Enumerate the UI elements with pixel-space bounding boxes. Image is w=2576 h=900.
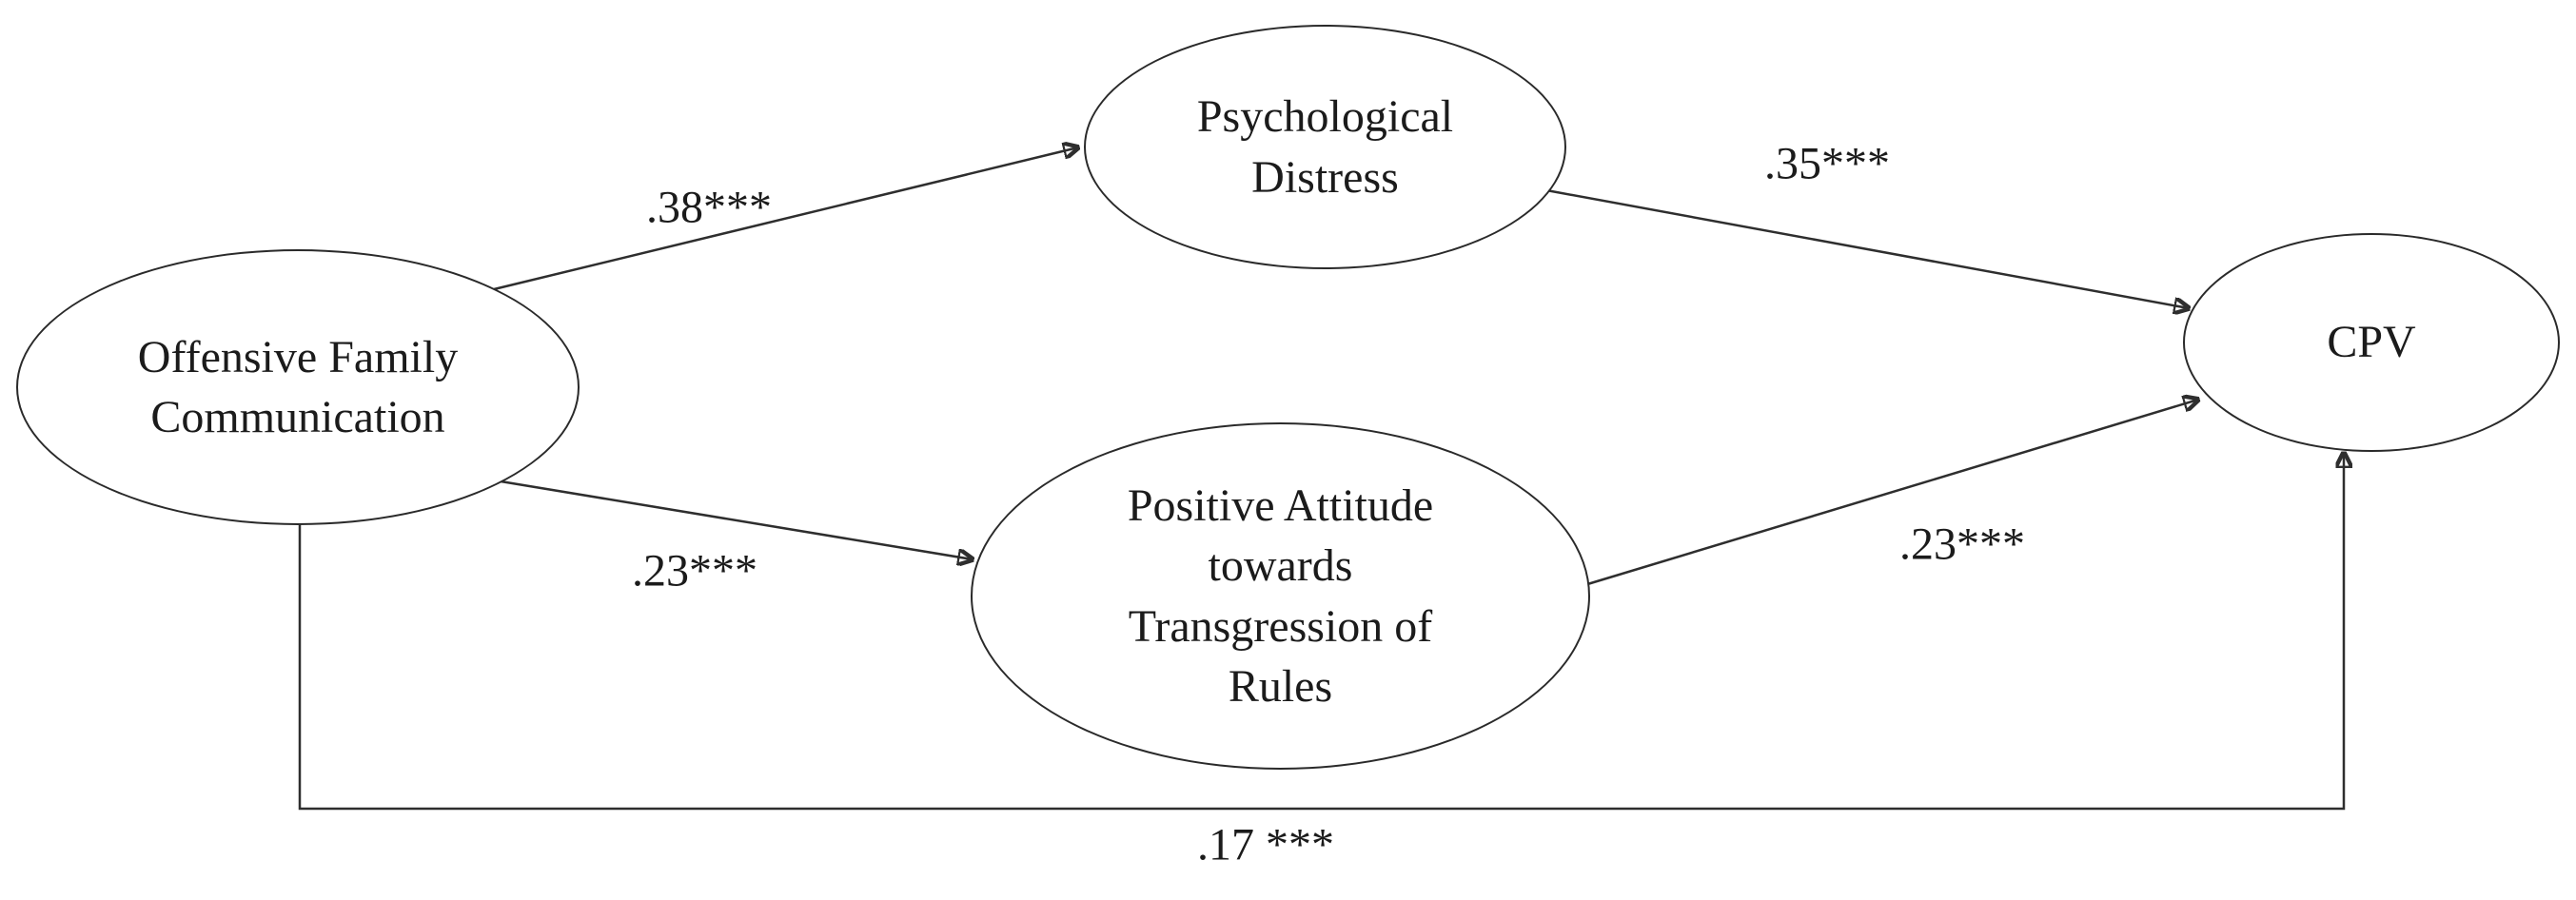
path-ofc-to-pd-arrow xyxy=(489,147,1078,292)
coefficient-pd-to-cpv: .35*** xyxy=(1764,138,1890,189)
node-psychological-distress: Psychological Distress xyxy=(1084,25,1566,269)
node-label-cpv: CPV xyxy=(2327,317,2416,368)
coefficient-pa-to-cpv: .23*** xyxy=(1899,518,2025,570)
coefficient-ofc-to-pd: .38*** xyxy=(646,182,772,233)
path-ofc-to-cpv-direct-arrow xyxy=(298,453,2344,811)
coefficient-ofc-to-pa: .23*** xyxy=(632,545,757,597)
node-label-psychological-distress: Psychological Distress xyxy=(1196,91,1454,203)
coefficient-ofc-to-cpv-direct: .17 *** xyxy=(1197,819,1334,871)
node-cpv: CPV xyxy=(2183,233,2560,452)
node-positive-attitude-towards-transgression-of-rules: Positive Attitude towards Transgression … xyxy=(971,422,1590,770)
path-pd-to-cpv-arrow xyxy=(1545,188,2189,308)
path-pa-to-cpv-arrow xyxy=(1583,400,2198,587)
path-ofc-to-pa-arrow xyxy=(494,479,973,559)
node-label-positive-attitude-towards-transgression-of-rules: Positive Attitude towards Transgression … xyxy=(1127,479,1434,712)
node-label-offensive-family-communication: Offensive Family Communication xyxy=(137,331,459,442)
node-offensive-family-communication: Offensive Family Communication xyxy=(16,249,580,525)
